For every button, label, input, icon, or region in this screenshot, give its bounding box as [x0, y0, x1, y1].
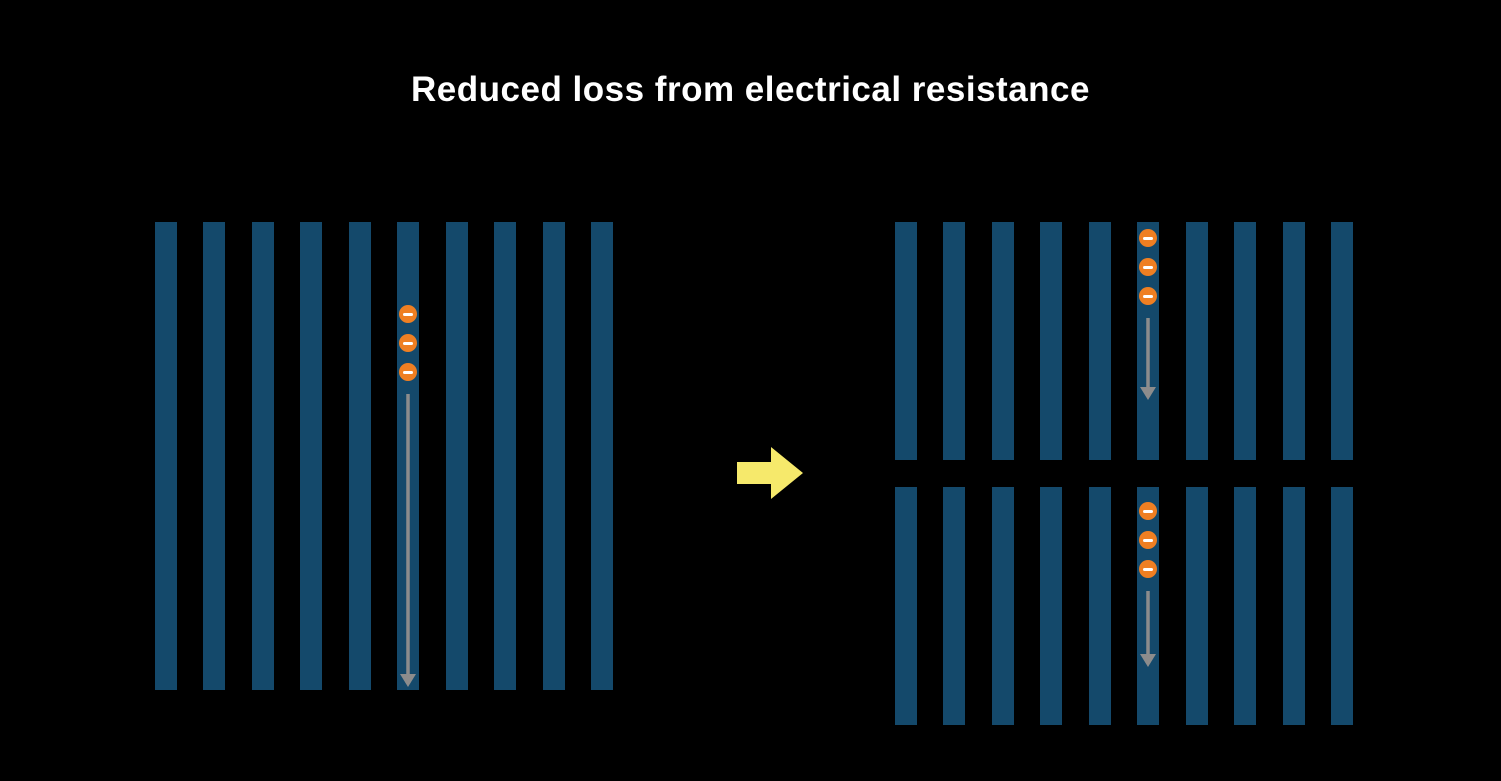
cell-bar	[1282, 222, 1305, 460]
minus-glyph	[1143, 509, 1154, 513]
minus-glyph	[403, 312, 414, 316]
electron-minus-icon	[1139, 258, 1158, 276]
minus-glyph	[1143, 538, 1154, 542]
cell-bar	[895, 487, 917, 725]
cell-bar	[991, 222, 1014, 460]
cell-bar	[895, 222, 917, 460]
cell-bar	[203, 222, 226, 690]
minus-glyph	[1143, 265, 1154, 269]
cell-bar	[943, 487, 966, 725]
down-arrow-icon	[1140, 318, 1157, 400]
cell-bar	[1234, 487, 1257, 725]
cell-bar	[1234, 222, 1257, 460]
cell-bar	[1040, 487, 1063, 725]
right-arrow-icon	[737, 447, 803, 499]
diagram-title: Reduced loss from electrical resistance	[411, 70, 1090, 109]
cell-bar	[991, 487, 1014, 725]
cell-bar	[1040, 222, 1063, 460]
minus-glyph	[403, 341, 414, 345]
electron-minus-icon	[399, 363, 418, 381]
down-arrow-icon	[400, 394, 417, 687]
down-arrow-icon	[1140, 591, 1157, 667]
cell-bar	[1185, 222, 1208, 460]
cell-bar	[591, 222, 613, 690]
full-cell-group	[155, 222, 613, 690]
cell-bar	[445, 222, 468, 690]
cell-bar	[251, 222, 274, 690]
cell-bar	[1088, 222, 1111, 460]
electron-minus-icon	[1139, 531, 1158, 549]
cell-bar	[494, 222, 517, 690]
minus-glyph	[1143, 236, 1154, 240]
electron-minus-icon	[1139, 287, 1158, 305]
cell-bar	[300, 222, 323, 690]
electron-minus-icon	[399, 334, 418, 352]
cell-bar	[943, 222, 966, 460]
minus-glyph	[403, 370, 414, 374]
cell-bar	[348, 222, 371, 690]
cell-bar	[1088, 487, 1111, 725]
cell-bar	[1331, 222, 1353, 460]
electron-minus-icon	[1139, 229, 1158, 247]
electron-minus-icon	[399, 305, 418, 323]
minus-glyph	[1143, 294, 1154, 298]
cell-bar	[155, 222, 177, 690]
half-cell-bottom-group	[895, 487, 1353, 725]
cell-bar	[1282, 487, 1305, 725]
cell-bar	[1331, 487, 1353, 725]
cell-bar	[542, 222, 565, 690]
electron-minus-icon	[1139, 502, 1158, 520]
minus-glyph	[1143, 567, 1154, 571]
half-cell-top-group	[895, 222, 1353, 460]
electron-minus-icon	[1139, 560, 1158, 578]
cell-bar	[1185, 487, 1208, 725]
